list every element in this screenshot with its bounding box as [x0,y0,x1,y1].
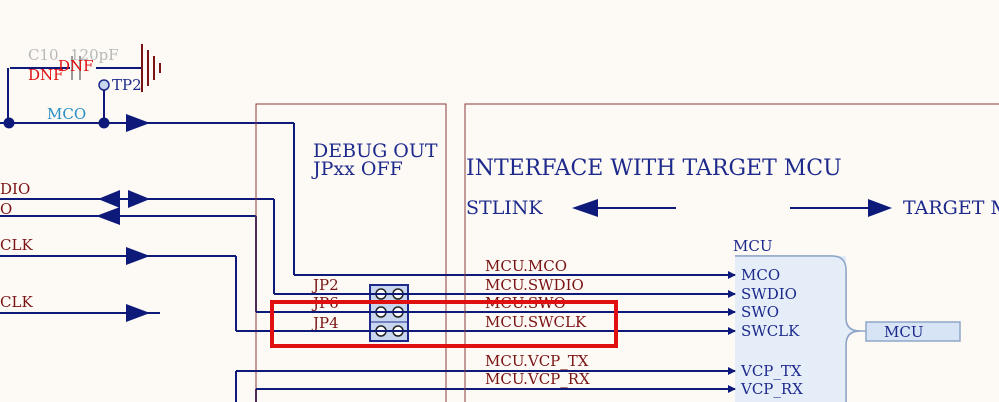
testpoint-label: TP2 [112,76,142,94]
arrow-right-icon [868,199,892,217]
arrow-right-icon [128,190,150,208]
pin-arrow-icon [728,385,736,393]
debug-out-sheet: DEBUG OUT JPxx OFF [255,103,447,402]
stlink-label: STLINK [466,197,543,219]
harness-pin-mco: MCO [741,266,780,284]
arrow-left-icon [98,190,120,208]
jumper-label-jp4: JP4 [311,314,339,332]
pin-arrow-icon [728,271,736,279]
pin-arrow-icon [728,367,736,375]
harness-pin-swclk: SWCLK [741,322,800,340]
swclk-net-label-2: CLK [0,293,33,311]
swdio-net-label: DIO [0,180,30,198]
harness-name: MCU [733,237,772,255]
dnf-label-1: DNF [58,57,94,75]
cap-value-label: 120pF [70,46,119,64]
ground-symbol [141,44,161,92]
arrow-left-icon [96,207,120,225]
mco-net-label: MCO [47,105,86,123]
cap-ref-label: C10 [28,46,59,64]
interface-sheet: INTERFACE WITH TARGET MCU STLINK TARGET … [464,103,999,402]
pin-arrow-icon [728,327,736,335]
testpoint-tp2: TP2 [98,76,142,123]
debug-out-title: DEBUG OUT [313,140,438,162]
harness-connector [865,321,961,342]
jumper-label-jp2: JP2 [311,276,339,294]
swo-net-label: O [0,200,12,218]
arrow-right-icon [126,114,150,132]
dnf-label-2: DNF [28,66,64,84]
net-label-mcu-swclk: MCU.SWCLK [485,313,587,331]
capacitor-c10: C10 120pF DNF DNF [7,46,142,123]
pin-arrow-icon [728,290,736,298]
debug-out-border [255,103,447,402]
debug-out-subtitle: JPxx OFF [311,158,403,180]
testpoint-icon [98,79,110,91]
mcu-harness: MCU MCO SWDIO SWO SWCLK VCP_TX VCP_RX MC… [728,237,961,402]
arrow-left-icon [572,199,598,217]
pin-arrow-icon [728,308,736,316]
harness-pin-swdio: SWDIO [741,285,797,303]
harness-pin-swo: SWO [741,303,779,321]
interface-title: INTERFACE WITH TARGET MCU [466,156,842,181]
interface-border [464,103,999,402]
harness-pin-vcp-tx: VCP_TX [740,362,802,380]
net-label-mcu-mco: MCU.MCO [485,257,567,275]
swclk-wire-2: CLK [0,293,160,322]
net-label-mcu-vcp-tx: MCU.VCP_TX [485,352,589,370]
highlight-box [270,300,618,348]
junction-dot [3,117,15,129]
swdio-wire: DIO [0,180,275,294]
net-label-mcu-swdio: MCU.SWDIO [485,276,584,294]
harness-pin-vcp-rx: VCP_RX [740,380,803,398]
junction-dot [98,117,110,129]
mco-wire: MCO [0,105,295,275]
arrow-right-icon [126,247,150,265]
harness-connector-label: MCU [884,323,923,341]
target-mcu-label: TARGET MCU [903,197,999,219]
swclk-wire: CLK [0,236,237,331]
arrow-right-icon [126,304,150,322]
swclk-net-label-1: CLK [0,236,33,254]
net-label-mcu-vcp-rx: MCU.VCP_RX [485,370,590,388]
